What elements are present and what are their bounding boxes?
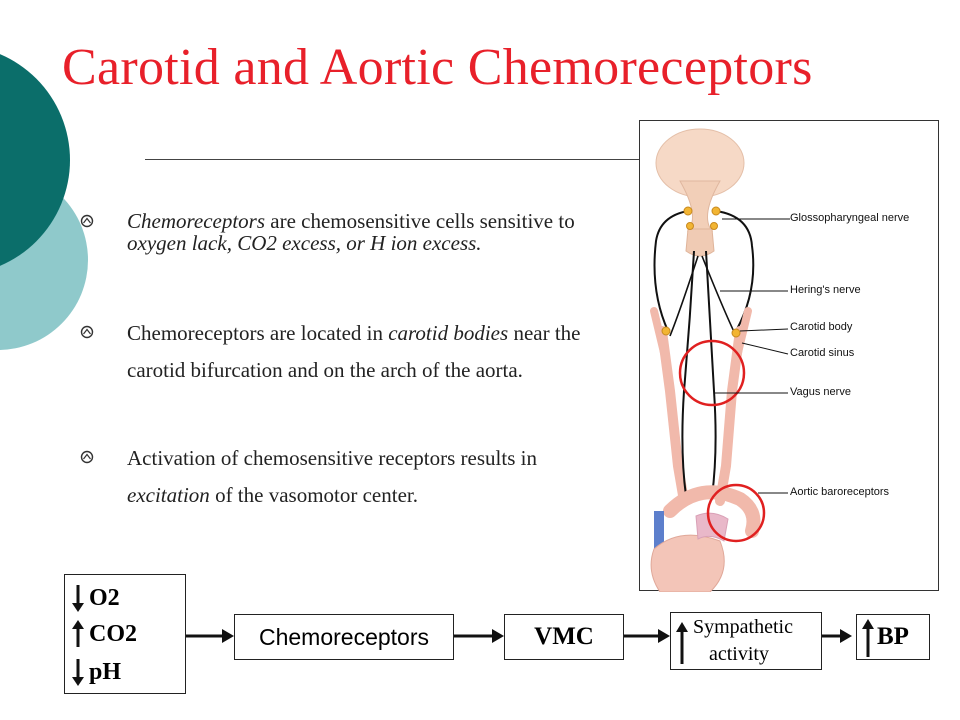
chemoreceptors-box: Chemoreceptors [234, 614, 454, 660]
carotid-highlight-circle [678, 339, 746, 407]
flow-arrow-3 [624, 629, 670, 643]
bullet-2-seg-2: carotid bodies [388, 321, 509, 345]
bullet-marker-icon [80, 450, 94, 464]
arrow-up-icon [676, 622, 688, 664]
bullet-marker-icon [80, 325, 94, 339]
bullet-marker-icon [80, 214, 94, 228]
arrow-up-icon [862, 619, 874, 657]
input-co2-label: CO2 [89, 621, 137, 647]
anatomy-diagram: Glossopharyngeal nerve Hering's nerve Ca… [639, 120, 939, 592]
bullet-1-seg-2: are chemosensitive cells sensitive to [265, 209, 575, 233]
bullet-2-seg-1: Chemoreceptors are located in [127, 321, 389, 345]
sympathetic-box: Sympathetic activity [670, 612, 822, 670]
flow-arrow-2 [454, 629, 504, 643]
carotid-body-right [731, 328, 741, 338]
bullet-1-text: Chemoreceptors are chemosensitive cells … [127, 210, 597, 254]
heart-shape [650, 534, 725, 592]
bullet-3-seg-2: excitation [127, 483, 210, 507]
inputs-box: O2 CO2 pH [64, 574, 186, 694]
pulmonary-vessel [654, 511, 664, 551]
bullet-3-seg-3: of the vasomotor center. [209, 483, 418, 507]
title-divider [145, 159, 639, 160]
label-glossopharyngeal: Glossopharyngeal nerve [790, 212, 910, 224]
label-aortic: Aortic baroreceptors [790, 486, 890, 498]
bp-label: BP [877, 623, 909, 650]
hering-nerve-left [669, 255, 699, 337]
sympathetic-label-line-2: activity [709, 643, 769, 665]
input-ph-label: pH [89, 659, 122, 685]
bullet-1-seg-3: oxygen lack, CO2 excess, or H ion excess… [127, 231, 482, 255]
bullet-1-seg-1: Chemoreceptors [127, 209, 266, 233]
chemoreceptors-label: Chemoreceptors [258, 624, 430, 650]
medulla-shape [685, 228, 715, 257]
label-hering: Hering's nerve [790, 284, 861, 296]
bullet-2-text: Chemoreceptors are located in carotid bo… [127, 315, 597, 389]
anatomy-illustration [650, 128, 790, 592]
vagus-nerve-right [705, 250, 717, 497]
flow-arrow-4 [822, 629, 852, 643]
external-carotid-left [650, 307, 670, 365]
hering-nerve-right [701, 255, 737, 337]
label-pointers [714, 290, 789, 494]
arrow-down-icon [72, 585, 84, 612]
aortic-highlight-circle [706, 483, 766, 543]
label-carotid-sinus: Carotid sinus [790, 347, 855, 359]
bp-box: BP [856, 614, 930, 660]
decor-circle-dark [0, 54, 70, 266]
nerve-nuclei [683, 206, 721, 230]
bullet-3-text: Activation of chemosensitive receptors r… [127, 440, 597, 514]
label-carotid-body: Carotid body [790, 321, 853, 333]
slide-title: Carotid and Aortic Chemoreceptors [62, 39, 813, 96]
arrow-up-icon [72, 620, 84, 647]
vmc-box: VMC [504, 614, 624, 660]
input-o2-label: O2 [89, 585, 120, 611]
flow-arrow-1 [186, 629, 234, 643]
bullet-3-seg-1: Activation of chemosensitive receptors r… [127, 446, 537, 470]
bullet-2-seg-3: near the carotid bifurcation and on the … [127, 321, 581, 382]
carotid-body-left [661, 326, 671, 336]
vmc-label: VMC [534, 623, 594, 650]
arrow-down-icon [72, 659, 84, 686]
sympathetic-label-line-1: Sympathetic [693, 616, 793, 638]
decorative-circles [0, 54, 88, 350]
label-vagus: Vagus nerve [790, 386, 851, 398]
glossopharyngeal-nerve-left [653, 210, 689, 332]
aortic-arch [663, 485, 761, 538]
